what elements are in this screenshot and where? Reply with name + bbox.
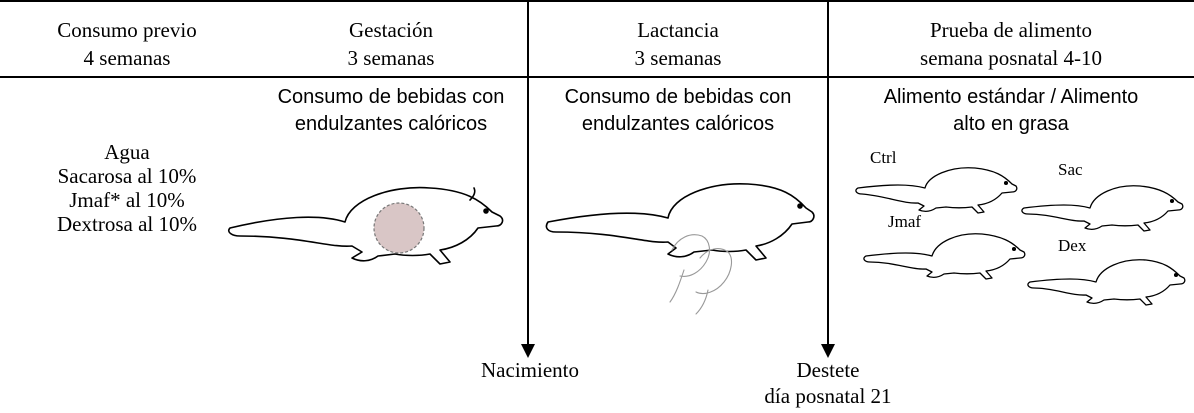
diet-test-line1: Alimento estándar / Alimento xyxy=(883,86,1139,108)
weaning-label: Destete xyxy=(796,358,860,382)
pregnant-rat-icon xyxy=(227,186,504,265)
rat-sac-icon xyxy=(1021,185,1184,232)
weaning-arrow-head xyxy=(821,344,835,358)
top-border xyxy=(0,0,1194,2)
group-dex-label: Dex xyxy=(1058,236,1087,255)
gestation-consumption-line1: Consumo de bebidas con xyxy=(277,86,505,108)
womb-circle xyxy=(373,202,425,254)
rat-dex-icon xyxy=(1027,259,1186,306)
birth-arrow-head xyxy=(521,344,535,358)
phase-4-title: Prueba de alimento xyxy=(929,18,1093,42)
phase-4-duration: semana posnatal 4-10 xyxy=(920,46,1102,70)
group-jmaf-label: Jmaf xyxy=(888,212,922,231)
group-ctrl-label: Ctrl xyxy=(870,148,897,167)
diet-test-line2: alto en grasa xyxy=(953,113,1069,135)
header-divider xyxy=(0,76,1194,78)
rat-ctrl-icon xyxy=(855,167,1018,214)
water-label: Agua xyxy=(104,140,150,164)
phase-2-duration: 3 semanas xyxy=(347,46,435,70)
dextrose-label: Dextrosa al 10% xyxy=(57,212,197,236)
birth-timeline xyxy=(527,0,529,345)
phase-3-title: Lactancia xyxy=(637,18,719,42)
rat-jmaf-icon xyxy=(863,233,1026,280)
phase-2-title: Gestación xyxy=(349,18,433,42)
sucrose-label: Sacarosa al 10% xyxy=(57,164,197,188)
gestation-consumption-line2: endulzantes calóricos xyxy=(294,113,488,135)
group-sac-label: Sac xyxy=(1058,160,1083,179)
phase-1-duration: 4 semanas xyxy=(83,46,171,70)
phase-1-title: Consumo previo xyxy=(57,18,197,42)
birth-label: Nacimiento xyxy=(481,358,579,382)
lactation-consumption-line1: Consumo de bebidas con xyxy=(564,86,792,108)
weaning-day-label: día posnatal 21 xyxy=(764,384,892,408)
weaning-timeline xyxy=(827,0,829,345)
phase-3-duration: 3 semanas xyxy=(634,46,722,70)
lactating-rat-icon xyxy=(545,183,815,261)
hfcs-label: Jmaf* al 10% xyxy=(69,188,185,212)
lactation-consumption-line2: endulzantes calóricos xyxy=(581,113,775,135)
pups-icon xyxy=(669,234,733,315)
